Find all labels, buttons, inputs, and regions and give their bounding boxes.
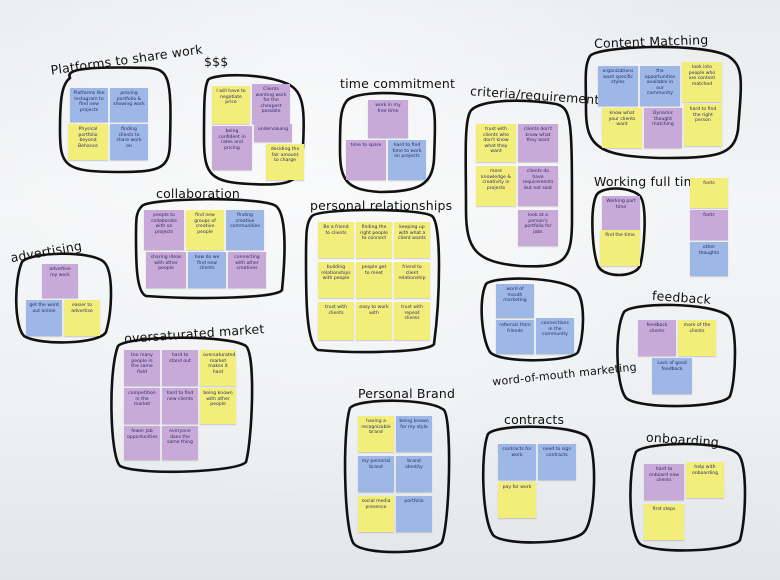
cluster-outline-content	[584, 45, 743, 160]
sticky-note: deciding the fair amount to charge	[266, 144, 304, 180]
sticky-note: sharing ideas with other people	[146, 252, 186, 288]
sticky-note: pay for work	[498, 482, 536, 518]
sticky-note: I will have to negotiate price	[212, 86, 250, 124]
sticky-note: being known with other people	[200, 388, 236, 424]
sticky-note: fewer job opportunities	[124, 426, 160, 460]
sticky-note: hard to find the right person	[684, 104, 722, 146]
label-working: Working full time	[594, 174, 704, 189]
sticky-note: brand identity	[396, 456, 432, 492]
sticky-note: Lack of good feedback	[652, 358, 692, 394]
label-money: $$$	[204, 54, 229, 69]
sticky-note: first steps	[644, 504, 684, 540]
sticky-note: my personal brand	[358, 456, 394, 492]
sticky-note: easy to work with	[356, 302, 392, 340]
sticky-note: connecting with other creatives	[228, 252, 266, 288]
label-brand: Personal Brand	[358, 386, 456, 401]
sticky-note: oversaturated market makes it hard	[200, 350, 236, 386]
sticky-note: fonts	[690, 210, 728, 240]
cluster-outline-personal	[304, 208, 441, 354]
sticky-note: hard to find new clients	[162, 388, 198, 424]
sticky-note: need to sign contracts	[538, 444, 576, 480]
cluster-outline-brand	[343, 399, 451, 554]
sticky-note: word of mouth marketing	[496, 284, 534, 318]
sticky-note: Be a friend to clients	[318, 222, 354, 258]
sticky-note: fonts	[690, 178, 728, 208]
sticky-note: connections in the community	[536, 318, 574, 354]
sticky-note: find the time	[600, 230, 640, 266]
sticky-note: too many people in the same field	[124, 350, 160, 386]
cluster-outline-feedback	[616, 303, 737, 408]
sticky-note: people get to meet	[356, 262, 392, 298]
sticky-note: friend to client relationship	[394, 262, 430, 298]
sticky-note: undervaluing	[254, 124, 292, 142]
sticky-note: having a recognizable brand	[358, 416, 394, 452]
sticky-note: easier to advertise	[64, 300, 100, 336]
sticky-note: clients don't know what they want	[518, 124, 558, 162]
sticky-note: get the word out online	[26, 300, 62, 336]
sticky-note: being confident in rates and pricing	[212, 126, 252, 170]
sticky-note: trust with repeat clients	[394, 302, 430, 340]
sticky-note: more of the clients	[678, 320, 716, 356]
cluster-outline-contracts	[481, 425, 596, 544]
sticky-note: look at a person's portfolio for jobs	[518, 210, 558, 246]
sticky-note: competition in the market	[124, 388, 160, 424]
cluster-outline-working	[591, 187, 646, 277]
sticky-note: everyone does the same thing	[162, 426, 198, 460]
sticky-note: being known for my style	[396, 416, 432, 452]
sticky-note: clients do have requirements but not sai…	[518, 166, 558, 206]
sticky-note: referrals from friends	[496, 320, 534, 354]
sticky-note: find new groups of creative people	[186, 210, 224, 250]
sticky-note: finding clients to share work on	[110, 124, 148, 160]
sticky-note: social media presence	[358, 496, 394, 532]
sticky-note: contracts for work	[498, 444, 536, 480]
sticky-note: hard to onboard new clients	[644, 464, 684, 500]
cluster-outline-platforms	[58, 66, 172, 174]
sticky-note: organizations want specific styles	[598, 66, 638, 106]
sticky-note: keeping up with what a client wants	[394, 222, 430, 258]
sticky-note: building relationships with people	[318, 262, 354, 298]
sticky-note: help with onboarding	[686, 462, 724, 498]
sticky-note: more knowledge & creativity in projects	[476, 166, 516, 206]
sticky-note: other thoughts	[690, 242, 728, 276]
sticky-note: Physical portfolio beyond Behance	[68, 124, 108, 160]
sticky-note: Platforms like Instagram to find new pro…	[70, 88, 108, 122]
sticky-note: feedback clients	[638, 320, 676, 356]
cluster-outline-oversat	[110, 336, 254, 474]
sticky-note: proving portfolio & showing work	[110, 88, 148, 122]
cluster-outline-time	[338, 91, 437, 194]
sticky-note: Clients wanting work for the cheapest po…	[252, 84, 290, 124]
cluster-outline-wordofmouth	[480, 277, 585, 362]
sticky-note: time to spare	[346, 140, 386, 180]
sticky-note: people to collaborate with on projects	[144, 210, 184, 250]
sticky-note: work in my free time	[368, 100, 408, 138]
sticky-note: hard to find time to work on projects	[388, 140, 426, 180]
sticky-note: finding creative communities	[226, 210, 264, 250]
sticky-note: trust with clients who don't know what t…	[476, 124, 516, 162]
cluster-outline-advertising	[14, 252, 113, 344]
sticky-note: finding the right people to connect	[356, 222, 392, 258]
cluster-outline-onboarding	[629, 442, 747, 552]
label-time: time commitment	[340, 76, 456, 91]
sticky-note: Dynamic thought matching	[644, 108, 682, 148]
sticky-note: know what your clients want	[602, 108, 642, 148]
sticky-note: the opportunities available in our commu…	[640, 66, 680, 106]
sticky-note: hard to stand out	[162, 350, 198, 386]
sticky-note: portfolio	[396, 496, 432, 532]
label-personal: personal relationships	[310, 198, 453, 213]
sticky-note: how do we find new clients	[188, 252, 226, 288]
sticky-note: look into people who are content matched	[682, 62, 722, 102]
sticky-note: trust with clients	[318, 302, 354, 340]
cluster-outline-collab	[134, 197, 286, 300]
label-collab: collaboration	[156, 186, 241, 201]
label-contracts: contracts	[504, 412, 565, 427]
sticky-note: advertise my work	[42, 264, 78, 298]
sticky-note: Working part time	[602, 196, 640, 230]
cluster-outline-criteria	[464, 99, 574, 268]
